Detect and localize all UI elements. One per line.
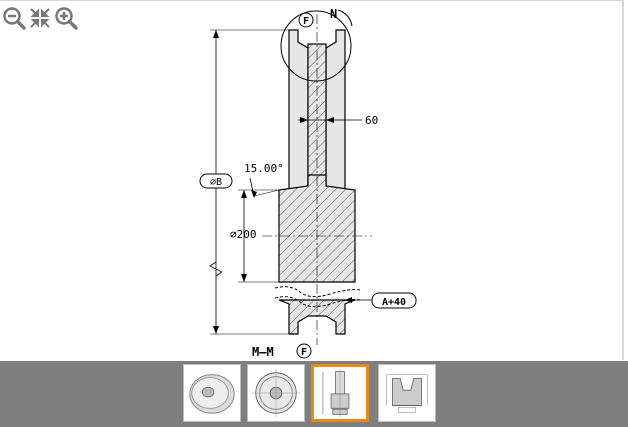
pulley-3d-icon [189, 374, 235, 414]
fit-to-screen-icon[interactable] [28, 6, 52, 30]
zoom-toolbar [2, 6, 78, 30]
viewer-frame [0, 0, 624, 360]
zoom-out-icon[interactable] [2, 6, 26, 30]
thumbnail-groove-detail-view[interactable] [378, 364, 436, 422]
detail-marker-label: F [303, 16, 309, 27]
angle-label: 15.00° [244, 162, 284, 175]
pulley-front-icon [251, 368, 301, 418]
dia-b-label: ∅B [210, 177, 222, 188]
section-label: M–M [252, 345, 274, 359]
thumbnail-strip [0, 361, 628, 427]
detail-marker-circle [298, 12, 314, 28]
thumbnail-pulley-3d-view[interactable] [183, 364, 241, 422]
pulley-section [262, 14, 372, 345]
thumbnail-pulley-section-view[interactable] [311, 364, 369, 422]
dia-200-label: ∅200 [230, 228, 257, 241]
technical-drawing: F N 60 15.00° ∅B ∅200 A+40 M–M F [199, 7, 417, 359]
zoom-in-icon[interactable] [54, 6, 78, 30]
pulley-section-icon [322, 368, 350, 418]
a40-callout [371, 292, 417, 309]
north-label: N [330, 7, 337, 21]
dimension-60: 60 [365, 114, 378, 127]
north-arrow [337, 9, 353, 27]
section-marker-label: F [301, 347, 307, 358]
a40-label: A+40 [382, 297, 406, 308]
section-marker-circle [296, 343, 312, 359]
dia-b-callout [199, 173, 233, 189]
groove-detail-icon [386, 374, 428, 413]
detail-circle [280, 10, 352, 82]
thumbnail-pulley-front-view[interactable] [247, 364, 305, 422]
